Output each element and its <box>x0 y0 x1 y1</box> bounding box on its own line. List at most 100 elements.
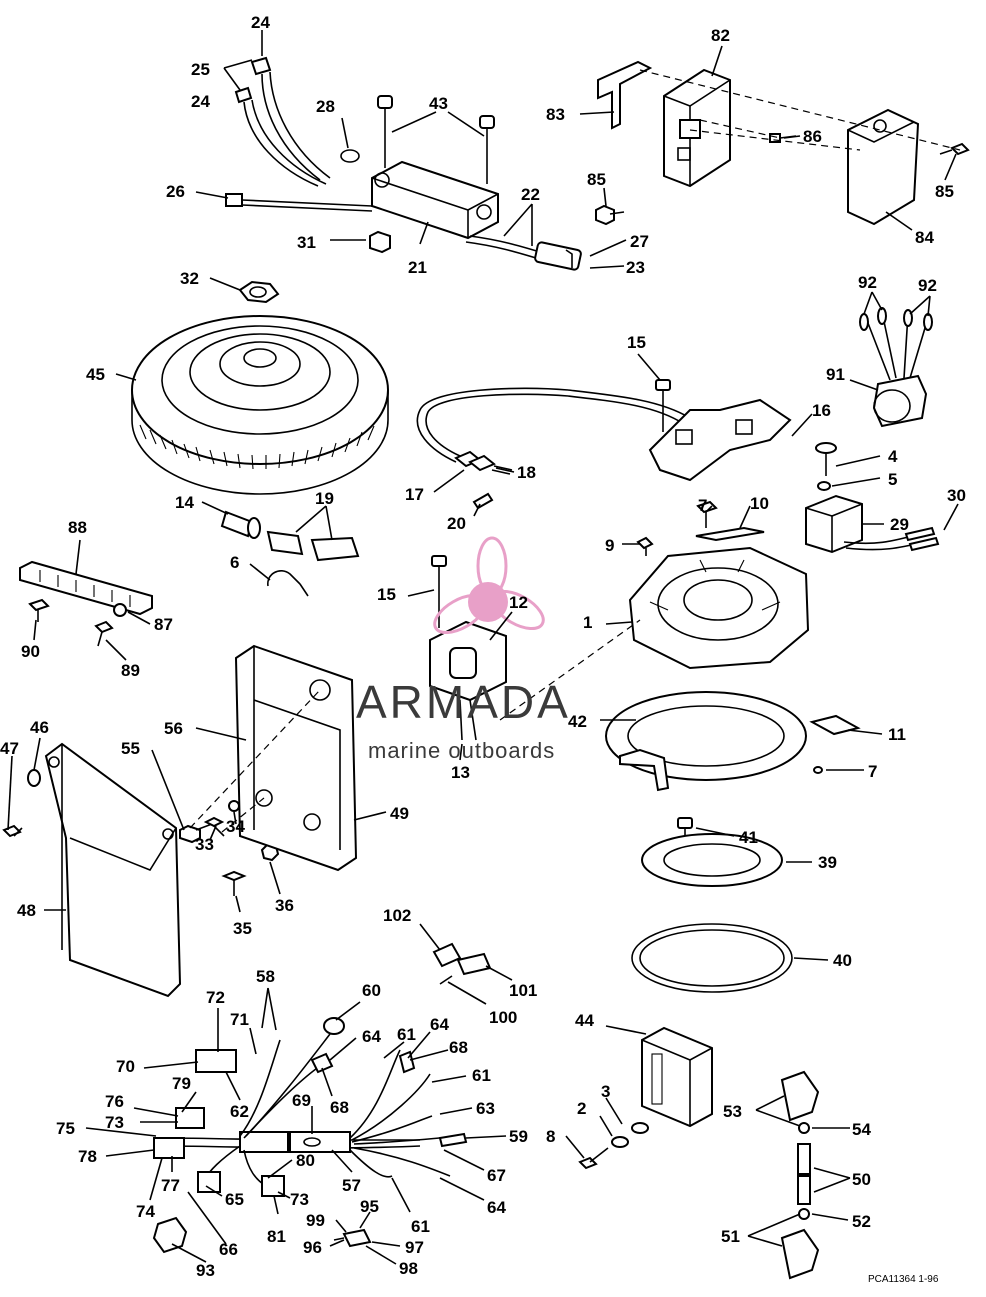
callout-92: 92 <box>918 276 937 295</box>
power-pack-bracket <box>663 68 731 188</box>
assembly-line <box>639 69 961 151</box>
callout-80: 80 <box>296 1151 315 1170</box>
callout-21: 21 <box>408 258 427 277</box>
callout-64: 64 <box>430 1015 449 1034</box>
callout-2: 2 <box>577 1099 586 1118</box>
callout-51: 51 <box>721 1227 740 1246</box>
connector-terminal <box>432 942 492 985</box>
callout-24: 24 <box>191 92 210 111</box>
callout-71: 71 <box>230 1010 249 1029</box>
callout-10: 10 <box>750 494 769 513</box>
callout-88: 88 <box>68 518 87 537</box>
boot-cap <box>152 1216 188 1254</box>
callout-40: 40 <box>833 951 852 970</box>
callout-1: 1 <box>583 613 592 632</box>
callout-75: 75 <box>56 1119 75 1138</box>
callout-64: 64 <box>487 1198 506 1217</box>
resistor-assembly <box>805 494 940 554</box>
callout-74: 74 <box>136 1202 155 1221</box>
callout-44: 44 <box>575 1011 594 1030</box>
bracket-screw <box>595 204 625 226</box>
callout-70: 70 <box>116 1057 135 1076</box>
callout-11: 11 <box>888 725 906 744</box>
sensor-screw <box>431 555 447 628</box>
callout-62: 62 <box>230 1102 249 1121</box>
callout-91: 91 <box>826 365 845 384</box>
power-pack <box>641 1026 713 1128</box>
retaining-rings <box>631 817 793 993</box>
callout-89: 89 <box>121 661 140 680</box>
callout-12: 12 <box>509 593 528 612</box>
charge-coil <box>429 620 507 741</box>
clamp <box>267 570 309 597</box>
callout-22: 22 <box>521 185 540 204</box>
callout-82: 82 <box>711 26 730 45</box>
callout-96: 96 <box>303 1238 322 1257</box>
callout-47: 47 <box>0 739 19 758</box>
callout-17: 17 <box>405 485 424 504</box>
clip <box>340 149 360 163</box>
callout-34: 34 <box>226 817 245 836</box>
assembly-line <box>221 797 265 833</box>
callout-31: 31 <box>297 233 316 252</box>
callout-79: 79 <box>172 1074 191 1093</box>
grommet-and-sleeves <box>220 510 360 562</box>
callout-leaders <box>7 30 959 1265</box>
callout-42: 42 <box>568 712 587 731</box>
callout-72: 72 <box>206 988 225 1007</box>
callout-56: 56 <box>164 719 183 738</box>
callout-76: 76 <box>105 1092 124 1111</box>
callout-5: 5 <box>888 470 897 489</box>
plug-boots <box>780 1070 820 1280</box>
callout-68: 68 <box>449 1038 468 1057</box>
callout-85: 85 <box>587 170 606 189</box>
callout-46: 46 <box>30 718 49 737</box>
callout-93: 93 <box>196 1261 215 1280</box>
callout-54: 54 <box>852 1120 871 1139</box>
timer-base-assembly <box>416 387 792 482</box>
callout-69: 69 <box>292 1091 311 1110</box>
terminal-block <box>19 560 153 647</box>
callout-61: 61 <box>472 1066 491 1085</box>
callout-101: 101 <box>509 981 537 1000</box>
wiring-harness <box>153 1017 468 1197</box>
callout-16: 16 <box>812 401 831 420</box>
coil-primary-lead <box>465 235 582 271</box>
watermark: ARMADA marine outboards <box>356 536 571 763</box>
assembly-line <box>499 619 641 721</box>
callout-64: 64 <box>362 1027 381 1046</box>
callout-85: 85 <box>935 182 954 201</box>
callout-15: 15 <box>627 333 646 352</box>
flywheel <box>131 315 389 495</box>
callout-63: 63 <box>476 1099 495 1118</box>
callout-32: 32 <box>180 269 199 288</box>
callout-13: 13 <box>451 763 470 782</box>
callout-65: 65 <box>225 1190 244 1209</box>
callout-48: 48 <box>17 901 36 920</box>
callout-4: 4 <box>888 447 898 466</box>
part-illustrations <box>2 56 970 1280</box>
screw-and-washer <box>815 442 837 491</box>
assembly-line <box>689 129 861 151</box>
callout-77: 77 <box>161 1176 180 1195</box>
pack-fasteners <box>578 1122 649 1170</box>
bracket-screw-small <box>769 133 797 143</box>
callout-50: 50 <box>852 1170 871 1189</box>
callout-14: 14 <box>175 493 194 512</box>
callout-53: 53 <box>723 1102 742 1121</box>
small-terminal <box>333 1228 372 1248</box>
callout-7: 7 <box>698 496 707 515</box>
callout-99: 99 <box>306 1211 325 1230</box>
callout-68: 68 <box>330 1098 349 1117</box>
callout-73: 73 <box>105 1113 124 1132</box>
callout-61: 61 <box>397 1025 416 1044</box>
power-pack-cover <box>847 108 920 226</box>
callout-35: 35 <box>233 919 252 938</box>
cover-screw <box>939 142 970 156</box>
propeller-logo-icon <box>433 536 545 635</box>
watermark-brand: ARMADA <box>356 676 571 728</box>
callout-73: 73 <box>290 1190 309 1209</box>
electrical-bracket <box>234 644 358 872</box>
callout-45: 45 <box>86 365 105 384</box>
